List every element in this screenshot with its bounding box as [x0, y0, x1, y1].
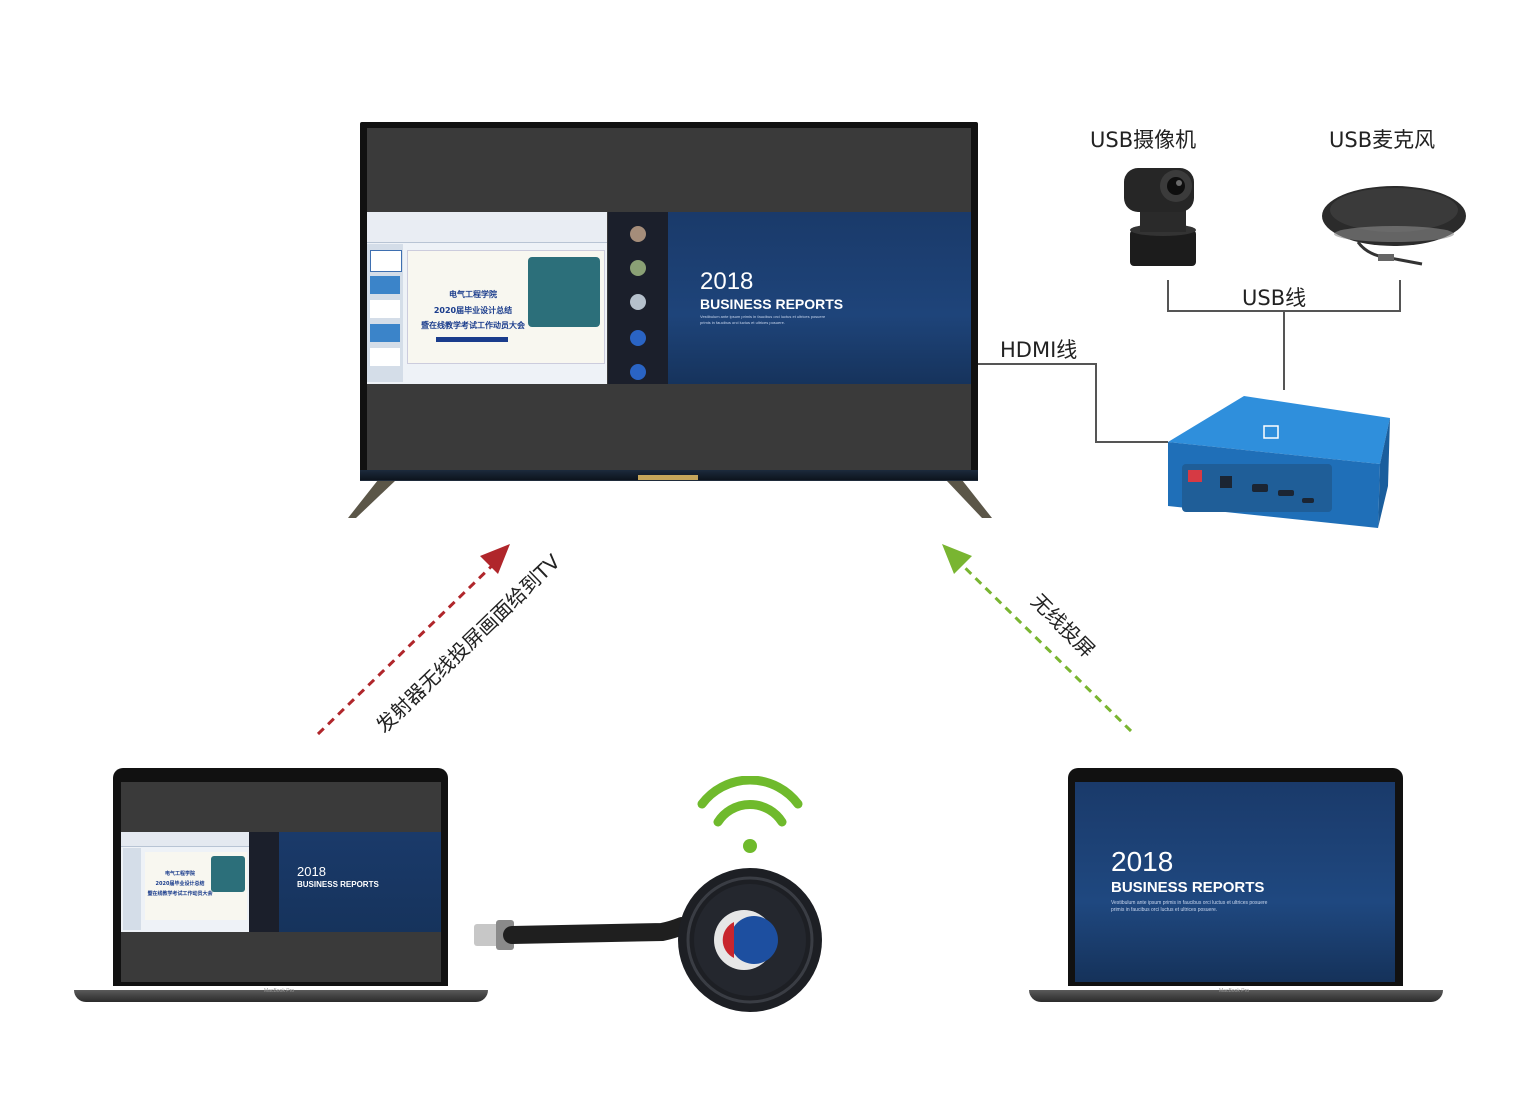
left-slide-line2: 2020届毕业设计总结: [155, 881, 205, 887]
slide-line1: 电气工程学院: [449, 290, 497, 299]
green-dashed-arrow: [953, 556, 1133, 733]
left-laptop-brand: MacBook Pro: [264, 988, 295, 994]
left-biz-year: 2018: [297, 864, 326, 879]
usb-mic-icon: [1322, 186, 1466, 266]
left-laptop-display: 电气工程学院 2020届毕业设计总结 暨在线教学考试工作动员大会 2018 BU…: [121, 782, 441, 982]
slide-line3: 暨在线教学考试工作动员大会: [421, 321, 525, 330]
tv-ppt-ribbon: [367, 212, 607, 243]
right-biz-body2: primis in faucibus orci luctus et ultric…: [1111, 907, 1218, 913]
wireless-transmitter-icon: [474, 868, 822, 1012]
tv-leg-left: [348, 480, 396, 518]
tv-biz-body1: Vestibulum ante ipsum primis in faucibus…: [700, 314, 826, 319]
usb-camera-icon: [1124, 168, 1196, 266]
right-laptop-display: 2018 BUSINESS REPORTS Vestibulum ante ip…: [1075, 782, 1395, 982]
tv-video-column: [608, 212, 668, 384]
tv-ppt-slide: 电气工程学院 2020届毕业设计总结 暨在线教学考试工作动员大会: [407, 250, 605, 364]
red-arrow-head: [480, 544, 510, 574]
slide-illustration: [528, 257, 600, 327]
left-biz-title: BUSINESS REPORTS: [297, 880, 379, 889]
slide-line2: 2020届毕业设计总结: [433, 306, 513, 315]
tv-ppt-thumbnails: [367, 244, 403, 382]
tv-leg-right: [946, 480, 992, 518]
wifi-icon: [697, 776, 803, 853]
right-laptop-base: [1029, 990, 1443, 1002]
left-slide-line1: 电气工程学院: [164, 871, 195, 877]
hdmi-cable-label: HDMI线: [1000, 338, 1078, 362]
usb-mic-label: USB麦克风: [1329, 128, 1436, 152]
right-biz-year: 2018: [1111, 846, 1174, 877]
right-biz-title: BUSINESS REPORTS: [1111, 879, 1265, 896]
tv-biz-title: BUSINESS REPORTS: [700, 296, 844, 312]
usb-camera-label: USB摄像机: [1090, 128, 1197, 152]
right-laptop-brand: MacBook Pro: [1219, 988, 1250, 994]
conference-box-icon: [1168, 396, 1390, 528]
tv-business-slide: 2018 BUSINESS REPORTS Vestibulum ante ip…: [668, 212, 971, 384]
hdmi-cable-line: [978, 363, 1168, 443]
right-biz-body1: Vestibulum ante ipsum primis in faucibus…: [1111, 900, 1268, 906]
tv-biz-body2: primis in faucibus orci luctus et ultric…: [700, 320, 785, 325]
left-slide-line3: 暨在线教学考试工作动员大会: [147, 891, 213, 897]
left-laptop-base: [74, 990, 488, 1002]
tv-logo-bar: [638, 475, 698, 480]
tv-biz-year: 2018: [700, 268, 754, 295]
usb-cable-label: USB线: [1242, 286, 1307, 310]
green-arrow-head: [942, 544, 972, 574]
